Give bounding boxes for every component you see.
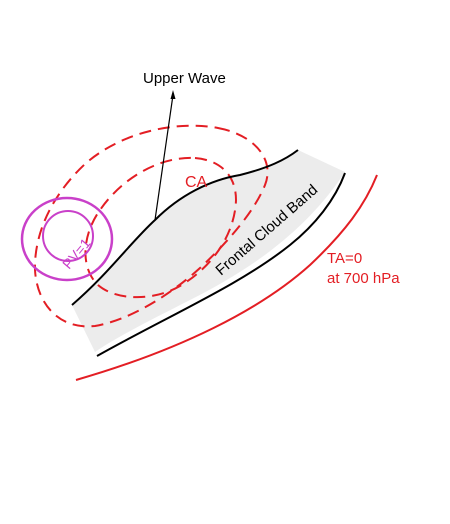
frontal-cloud-band-area	[72, 150, 345, 352]
ca-label: CA	[185, 174, 208, 191]
pv-outer-contour	[20, 196, 114, 282]
ta-level-label: at 700 hPa	[327, 270, 400, 287]
pv-label: PV=1	[59, 235, 94, 272]
upper-wave-pointer-line	[154, 94, 174, 221]
pv-inner-contour	[42, 210, 94, 262]
ta-zero-label: TA=0	[327, 250, 362, 267]
ta-zero-isotherm-line	[75, 174, 378, 381]
upper-wave-boundary-line	[71, 149, 299, 306]
upper-wave-arrowhead	[170, 90, 176, 99]
ca-inner-dashed-contour	[84, 156, 238, 299]
upper-wave-label: Upper Wave	[143, 70, 226, 87]
lower-boundary-line	[96, 172, 346, 357]
